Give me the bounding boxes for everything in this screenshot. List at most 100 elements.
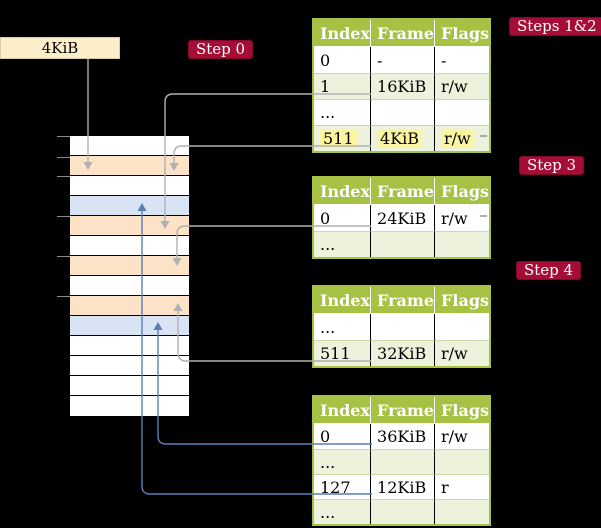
table-row: ... xyxy=(314,449,490,474)
cell-text: r xyxy=(441,477,449,497)
cell-text: 12KiB xyxy=(377,477,427,497)
table-cell xyxy=(371,449,436,474)
cell-text: 1 xyxy=(320,77,331,96)
table-cell xyxy=(435,314,490,340)
table-cell: 36KiB xyxy=(371,424,436,449)
table-row: ... xyxy=(314,499,490,524)
table-cell xyxy=(371,314,436,340)
table-cell: ... xyxy=(314,314,372,340)
cell-text: r/w xyxy=(441,208,468,228)
memory-frame-row-white xyxy=(70,136,189,156)
highlighted-cell-text: r/w xyxy=(441,129,474,148)
column-header: Index xyxy=(314,287,372,314)
table-cell: r/w xyxy=(435,424,490,449)
cell-text: - xyxy=(441,50,447,70)
tick-mark xyxy=(57,256,70,257)
table-cell: r/w xyxy=(435,73,490,99)
table-row: 0 36KiB r/w xyxy=(314,424,490,449)
cell-text: r/w xyxy=(441,427,468,446)
table-cell xyxy=(371,231,436,257)
table-cell: 32KiB xyxy=(371,340,436,366)
tick-mark xyxy=(57,176,70,177)
memory-frame-row-white xyxy=(70,376,189,396)
tick-mark xyxy=(57,216,70,217)
cell-text: ... xyxy=(320,317,336,337)
cell-text: 0 xyxy=(320,427,331,446)
table-cell: 511 xyxy=(314,125,372,151)
memory-frames-column xyxy=(69,135,190,417)
tick-mark xyxy=(57,157,70,158)
memory-frame-row-white xyxy=(70,276,189,296)
tick-mark xyxy=(57,136,70,137)
cell-text: 511 xyxy=(320,344,351,363)
table-row: 511 4KiB r/w xyxy=(314,125,490,151)
column-header: Flags xyxy=(435,178,490,205)
cell-text: ... xyxy=(320,502,336,522)
column-header: Flags xyxy=(435,20,490,47)
table-row: 127 12KiB r xyxy=(314,474,490,499)
table-cell: ... xyxy=(314,499,372,524)
table-row: ... xyxy=(314,231,490,257)
table-cell: 0 xyxy=(314,424,372,449)
cell-text: 16KiB xyxy=(377,77,427,96)
cell-text: ... xyxy=(320,103,336,122)
step-0-label: Step 0 xyxy=(188,40,254,59)
step-3-label: Step 3 xyxy=(519,156,585,175)
cell-text: r/w xyxy=(441,77,468,96)
column-header: Frame xyxy=(371,287,436,314)
cell-text: 36KiB xyxy=(377,427,427,446)
table-cell xyxy=(435,99,490,125)
cell-text: 32KiB xyxy=(377,344,427,363)
table-cell: 4KiB xyxy=(371,125,436,151)
table-cell: 24KiB xyxy=(371,205,436,231)
table-row: 0 24KiB r/w xyxy=(314,205,490,231)
column-header: Frame xyxy=(371,178,436,205)
table-row: 511 32KiB r/w xyxy=(314,340,490,366)
cell-text: 127 xyxy=(320,477,351,497)
memory-frame-row-white xyxy=(70,336,189,356)
table-cell xyxy=(435,449,490,474)
memory-frame-row-white xyxy=(70,396,189,416)
cell-text: 24KiB xyxy=(377,208,427,228)
memory-frame-row-blue xyxy=(70,196,189,216)
column-header: Flags xyxy=(435,287,490,314)
cell-text: ... xyxy=(320,235,336,254)
table-cell: 16KiB xyxy=(371,73,436,99)
memory-frame-row-peach xyxy=(70,156,189,176)
memory-frame-row-white xyxy=(70,356,189,376)
table-cell xyxy=(371,499,436,524)
table-cell: 0 xyxy=(314,47,372,73)
memory-frame-row-blue xyxy=(70,316,189,336)
table-cell xyxy=(371,99,436,125)
column-header: Flags xyxy=(435,397,490,424)
table-cell xyxy=(435,231,490,257)
column-header: Index xyxy=(314,397,372,424)
highlighted-cell-text: 511 xyxy=(320,129,357,148)
table-cell: r/w xyxy=(435,125,490,151)
table-row: 0-- xyxy=(314,47,490,73)
cell-text: r/w xyxy=(441,344,468,363)
frame-size-box: 4KiB xyxy=(0,37,120,59)
table-cell: 0 xyxy=(314,205,372,231)
cell-text: 0 xyxy=(320,208,331,228)
cell-text: ... xyxy=(320,452,336,472)
table-cell: ... xyxy=(314,231,372,257)
table-row: ... xyxy=(314,99,490,125)
column-header: Index xyxy=(314,178,372,205)
table-cell: r/w xyxy=(435,340,490,366)
memory-frame-row-peach xyxy=(70,256,189,276)
column-header: Frame xyxy=(371,397,436,424)
table-cell: r xyxy=(435,474,490,499)
table-row: 1 16KiB r/w xyxy=(314,73,490,99)
cell-text: - xyxy=(377,50,383,70)
column-header: Index xyxy=(314,20,372,47)
table-cell: 127 xyxy=(314,474,372,499)
steps-1-2-label: Steps 1&2 xyxy=(509,17,601,36)
